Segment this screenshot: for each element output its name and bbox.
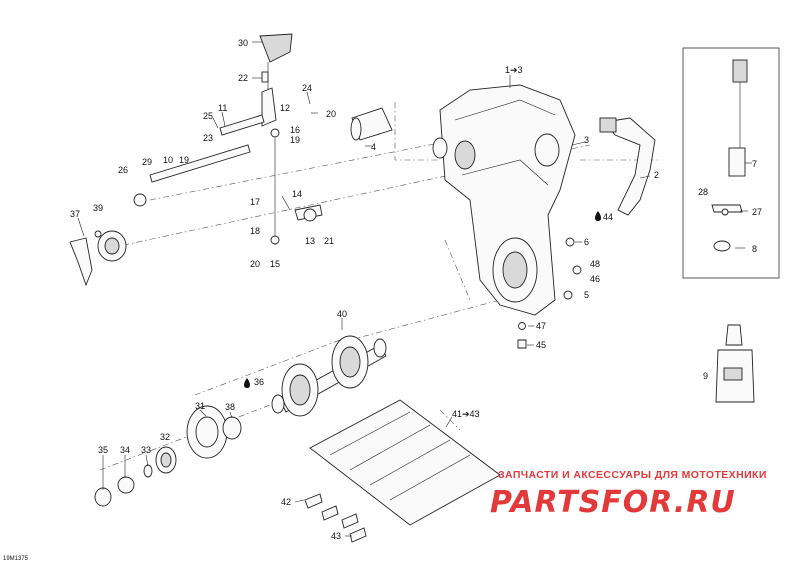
sleeve-part xyxy=(350,107,393,141)
watermark-brand: PARTSFOR.RU xyxy=(490,485,736,520)
callout-14: 14 xyxy=(292,189,302,199)
callout-22: 22 xyxy=(238,73,248,83)
callout-2: 2 xyxy=(654,170,659,180)
callout-labels: 30 22 24 12 11 25 20 16 19 23 19 10 29 2… xyxy=(70,38,762,541)
callout-20-lower: 20 xyxy=(250,259,260,269)
shift-lever xyxy=(259,33,293,127)
callout-48: 48 xyxy=(590,259,600,269)
callout-43: 43 xyxy=(331,531,341,541)
callout-47: 47 xyxy=(536,321,546,331)
callout-18: 18 xyxy=(250,226,260,236)
callout-21: 21 xyxy=(324,236,334,246)
oil-drop-icon xyxy=(595,211,601,221)
callout-20-upper: 20 xyxy=(326,109,336,119)
callout-4: 4 xyxy=(371,142,376,152)
drive-shaft xyxy=(271,335,387,417)
callout-19-left: 19 xyxy=(179,155,189,165)
callout-6: 6 xyxy=(584,237,589,247)
callout-13: 13 xyxy=(305,236,315,246)
leader-lines xyxy=(77,41,752,537)
callout-29: 29 xyxy=(142,157,152,167)
callout-17: 17 xyxy=(250,197,260,207)
watermark: ЗАПЧАСТИ И АКСЕССУАРЫ ДЛЯ МОТОТЕХНИКИ PA… xyxy=(490,469,767,520)
callout-35: 35 xyxy=(98,445,108,455)
grease-drop-icon xyxy=(244,378,250,388)
callout-32: 32 xyxy=(160,432,170,442)
side-cover xyxy=(599,117,656,216)
callout-16: 16 xyxy=(290,125,300,135)
callout-19-right: 19 xyxy=(290,135,300,145)
callout-25: 25 xyxy=(203,111,213,121)
diagram-reference-code: 19M1375 xyxy=(3,556,29,562)
callout-38: 38 xyxy=(225,402,235,412)
callout-9: 9 xyxy=(703,371,708,381)
slider-plate xyxy=(304,399,501,543)
callout-11: 11 xyxy=(218,103,227,113)
bearing-group-lower xyxy=(94,405,242,507)
callout-33: 33 xyxy=(141,445,151,455)
callout-5: 5 xyxy=(584,290,589,300)
callout-10: 10 xyxy=(163,155,173,165)
callout-30: 30 xyxy=(238,38,248,48)
callout-8: 8 xyxy=(752,244,757,254)
sensor-cable xyxy=(711,59,748,252)
callout-27: 27 xyxy=(752,207,762,217)
callout-26: 26 xyxy=(118,165,128,175)
callout-12: 12 xyxy=(280,103,290,113)
callout-45: 45 xyxy=(536,340,546,350)
callout-41-to-43: 41➔43 xyxy=(452,409,480,419)
callout-34: 34 xyxy=(120,445,130,455)
callout-44: 44 xyxy=(603,212,613,222)
housing-hardware xyxy=(517,237,582,349)
callout-39: 39 xyxy=(93,203,103,213)
callout-37: 37 xyxy=(70,209,80,219)
callout-3: 3 xyxy=(584,135,589,145)
callout-7: 7 xyxy=(752,159,757,169)
callout-23: 23 xyxy=(203,133,213,143)
callout-46: 46 xyxy=(590,274,600,284)
callout-36: 36 xyxy=(254,377,264,387)
callout-1-to-3: 1➔3 xyxy=(505,65,523,75)
callout-28: 28 xyxy=(698,187,708,197)
callout-15: 15 xyxy=(270,259,280,269)
gearbox-housing xyxy=(432,84,576,316)
linkage-rods xyxy=(133,114,323,245)
callout-31: 31 xyxy=(195,401,205,411)
callout-42: 42 xyxy=(281,497,291,507)
lubricant-bottle xyxy=(715,324,755,403)
bearing-group-left xyxy=(69,230,127,287)
callout-40: 40 xyxy=(337,309,347,319)
callout-24: 24 xyxy=(302,83,312,93)
sensor-kit-frame xyxy=(682,47,780,279)
watermark-tagline: ЗАПЧАСТИ И АКСЕССУАРЫ ДЛЯ МОТОТЕХНИКИ xyxy=(498,469,767,481)
